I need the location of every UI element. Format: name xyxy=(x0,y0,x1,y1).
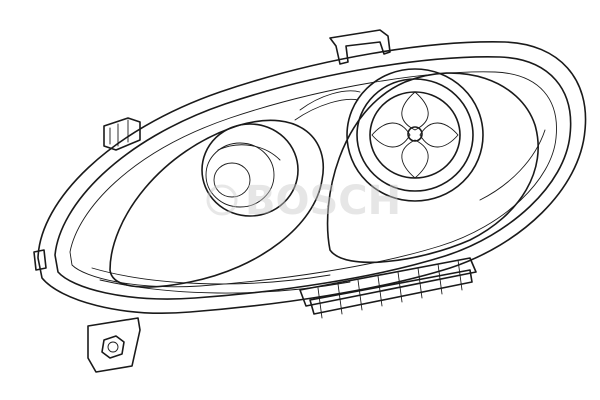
low-beam-reflector xyxy=(109,119,324,288)
housing-outline xyxy=(37,41,587,314)
watermark-text: BOSCH xyxy=(245,178,401,224)
lens-contour-lines xyxy=(91,90,546,294)
lower-mounting-lug xyxy=(87,317,141,373)
bottom-cooling-fins xyxy=(299,257,477,319)
top-mounting-tab xyxy=(329,29,391,65)
left-side-stub xyxy=(33,249,47,271)
bosch-watermark: BOSCH xyxy=(206,178,401,224)
high-beam-reflector xyxy=(326,68,539,264)
left-mounting-bracket xyxy=(103,117,141,151)
